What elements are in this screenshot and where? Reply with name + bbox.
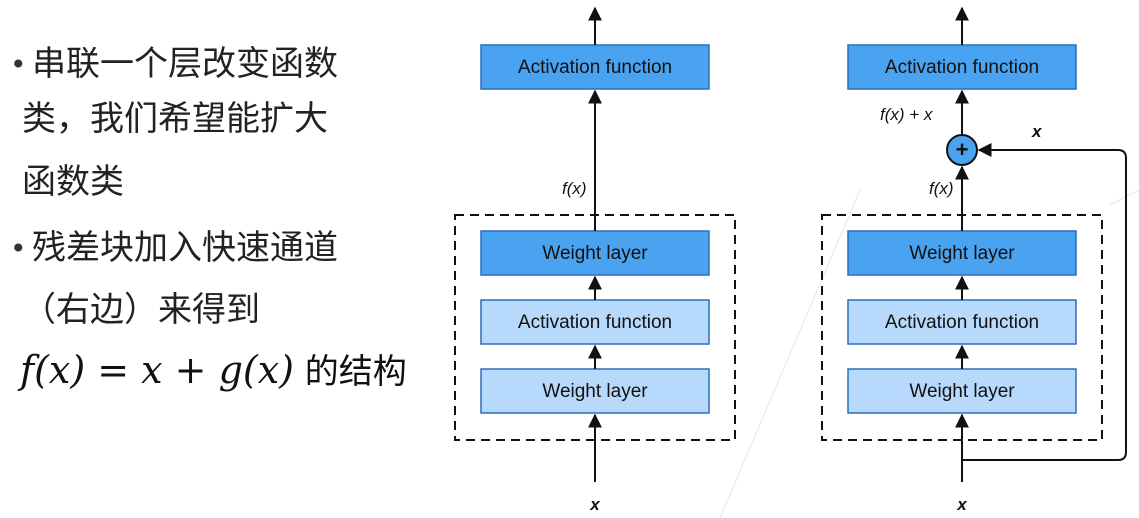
right-activation-top-label: Activation function (885, 57, 1039, 78)
plus-icon: + (956, 137, 969, 162)
bullet-1-line-3: 函数类 (22, 162, 124, 202)
bullet-dot: • (10, 232, 27, 265)
left-weight-top-label: Weight layer (542, 243, 648, 264)
formula-math: f(x) = x + g(x) (20, 348, 294, 392)
left-weight-bottom-label: Weight layer (542, 381, 648, 402)
right-block: Activation function Weight layer Activat… (821, 6, 1127, 514)
right-activation-mid-label: Activation function (885, 312, 1039, 333)
right-input-label: x (956, 495, 968, 514)
bullet-list: • 串联一个层改变函数 类，我们希望能扩大 函数类 • 残差块加入快速通道 （右… (0, 0, 430, 518)
bullet-1-line-2: 类，我们希望能扩大 (22, 99, 328, 139)
skip-x-label: x (1031, 122, 1043, 141)
background-decor-line (1109, 189, 1139, 206)
bullet-2-line-2: （右边）来得到 (22, 290, 260, 330)
sum-label: f(x) + x (880, 105, 933, 124)
right-fx-label: f(x) (929, 179, 954, 198)
formula: f(x) = x + g(x) 的结构 (20, 345, 407, 397)
left-block: Activation function Weight layer Activat… (454, 6, 736, 514)
left-fx-label: f(x) (562, 179, 587, 198)
left-activation-top-box (480, 44, 710, 90)
right-activation-top-box (847, 44, 1077, 90)
right-weight-top-label: Weight layer (909, 243, 1015, 264)
left-activation-top-label: Activation function (518, 57, 672, 78)
bullet-1-line-1: 串联一个层改变函数 (32, 44, 338, 84)
bullet-2-line-1: 残差块加入快速通道 (32, 228, 338, 268)
right-weight-top-box (847, 230, 1077, 276)
left-input-label: x (589, 495, 601, 514)
formula-text: 的结构 (293, 352, 407, 392)
bullet-dot: • (10, 48, 27, 81)
left-activation-mid-label: Activation function (518, 312, 672, 333)
skip-connection-arrow (962, 143, 1127, 461)
right-weight-bottom-label: Weight layer (909, 381, 1015, 402)
left-weight-bottom-box (480, 368, 710, 414)
right-weight-bottom-box (847, 368, 1077, 414)
background-decor-line (719, 189, 861, 518)
right-activation-mid-box (847, 299, 1077, 345)
